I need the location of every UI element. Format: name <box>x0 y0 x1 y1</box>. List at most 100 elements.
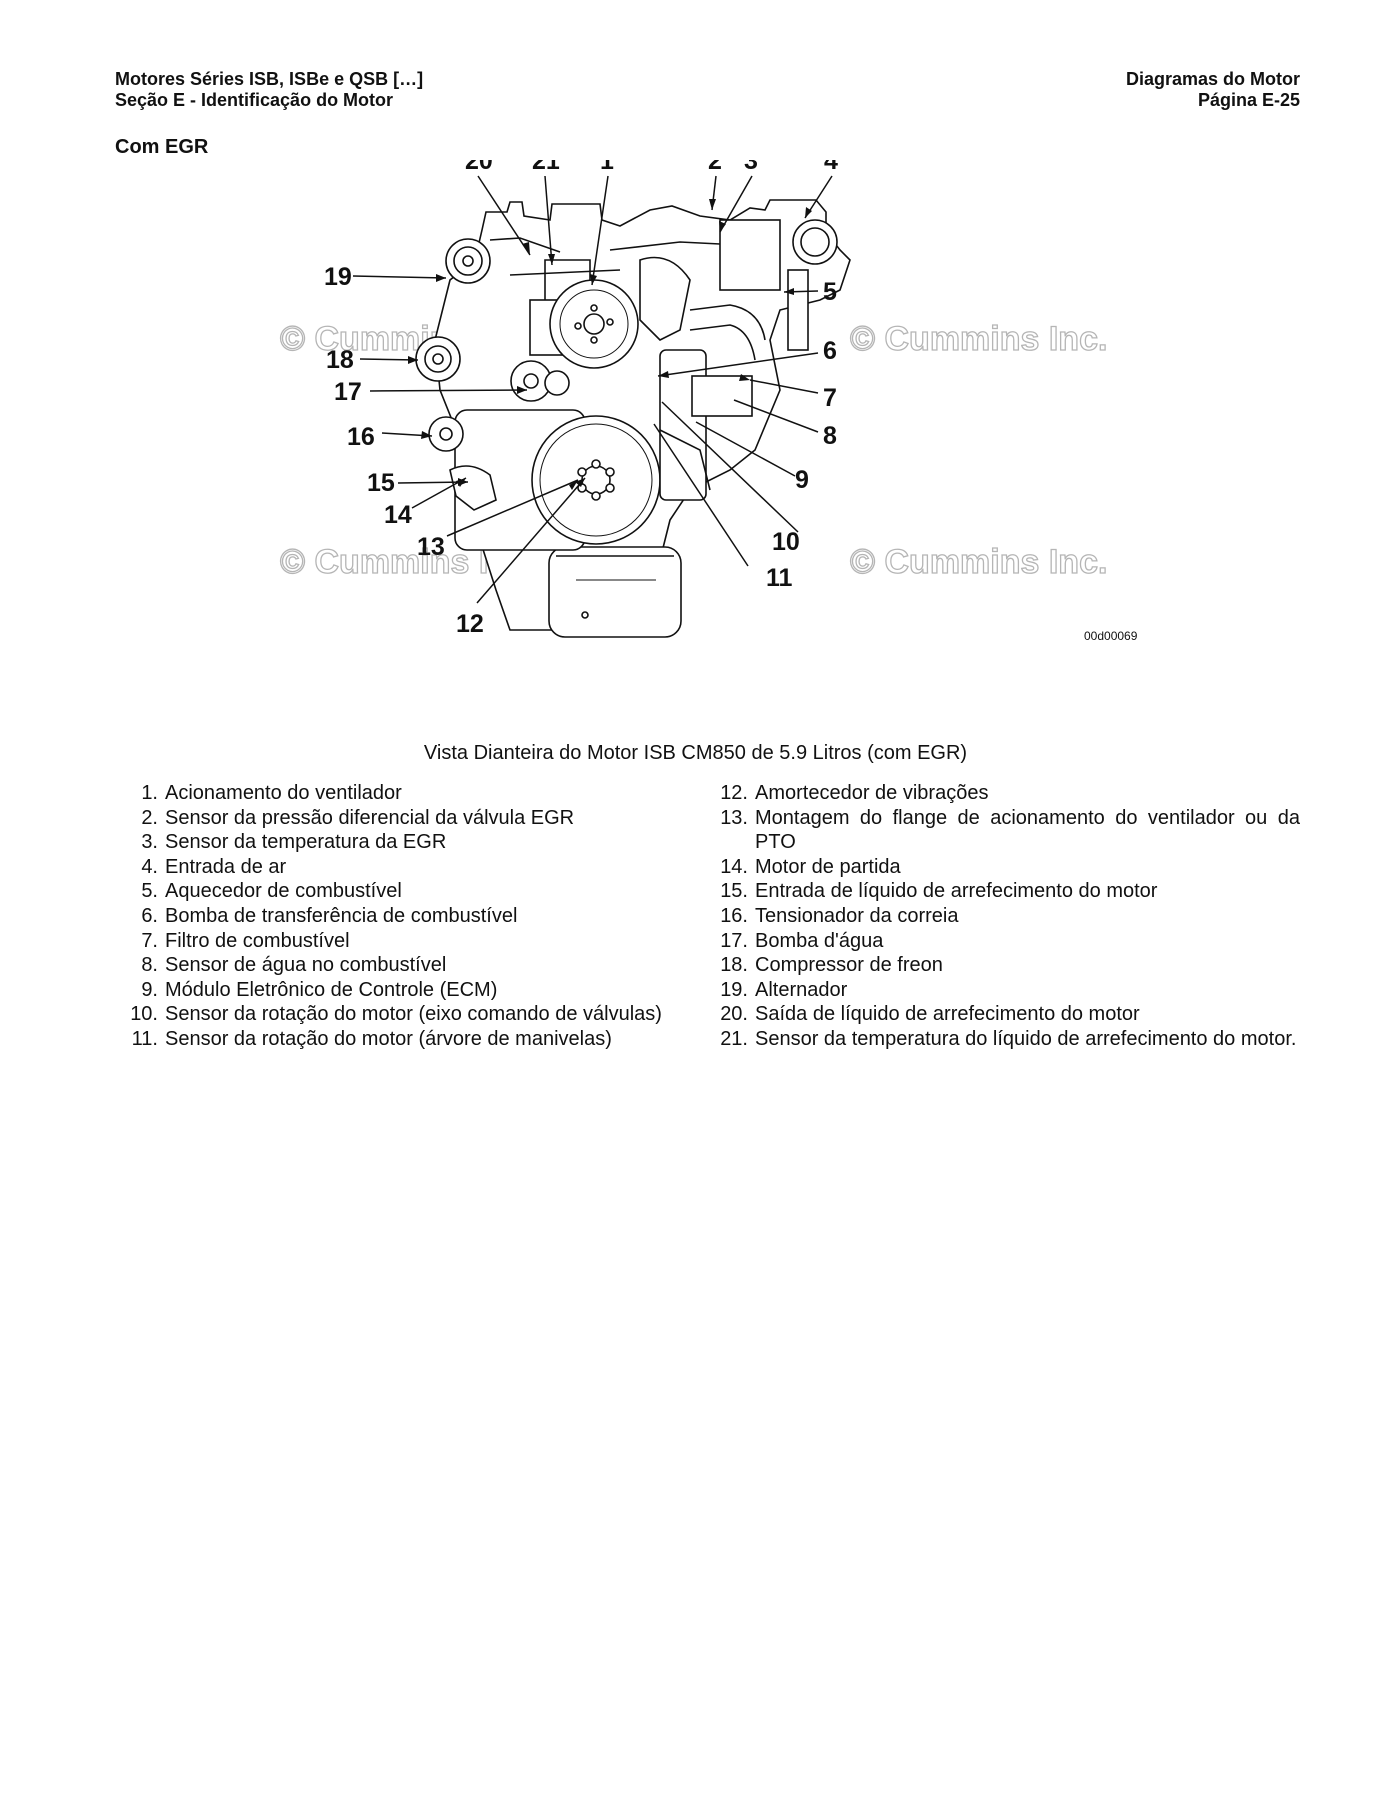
legend-item-number: 20. <box>720 1003 748 1026</box>
legend-item-number: 6. <box>141 904 158 927</box>
watermark: © Cummins Inc. <box>850 320 1107 358</box>
legend-item-text: Acionamento do ventilador <box>165 782 402 804</box>
legend-item-number: 1. <box>141 782 158 804</box>
engine-body <box>415 199 851 638</box>
legend-item-text: Sensor da rotação do motor (árvore de ma… <box>165 1027 612 1050</box>
section-title: Seção E - Identificação do Motor <box>115 90 394 110</box>
legend-item-number: 7. <box>141 929 158 952</box>
callout-12: 12 <box>456 610 484 638</box>
legend-item-text: Filtro de combustível <box>165 929 350 952</box>
legend-item-text: Saída de líquido de arrefecimento do mot… <box>755 1003 1140 1026</box>
callout-14: 14 <box>384 501 412 529</box>
callout-7: 7 <box>823 384 837 412</box>
callout-9: 9 <box>795 466 809 494</box>
callout-4: 4 <box>824 160 838 175</box>
legend-item: 11. Sensor da rotação do motor (árvore de… <box>115 1027 705 1052</box>
legend-item-number: 11. <box>131 1027 158 1050</box>
legend-item-text: Alternador <box>755 978 848 1001</box>
legend-item-number: 8. <box>141 954 158 977</box>
legend-item: 14. Motor de partida <box>705 855 1300 880</box>
callout-17: 17 <box>334 378 362 406</box>
legend-item: 1. Acionamento do ventilador <box>115 781 705 806</box>
legend-item: 17. Bomba d'água <box>705 929 1300 954</box>
legend-item: 3. Sensor da temperatura da EGR <box>115 830 705 855</box>
legend-item: 21. Sensor da temperatura do líquido de a… <box>705 1027 1300 1052</box>
callout-2: 2 <box>708 160 722 175</box>
legend-item: 2. Sensor da pressão diferencial da válvu… <box>115 806 705 831</box>
page-number: Página E-25 <box>1197 90 1300 110</box>
legend-item-text: Sensor da pressão diferencial da válvula… <box>165 806 575 829</box>
legend-item-text: Motor de partida <box>755 855 901 878</box>
legend-item-number: 3. <box>141 831 158 854</box>
legend-item-number: 5. <box>141 880 158 903</box>
legend-item-number: 21. <box>720 1027 748 1050</box>
callout-11: 11 <box>766 564 793 592</box>
legend-item-number: 13. <box>720 806 748 829</box>
legend-item-text: Sensor de água no combustível <box>165 954 447 977</box>
chapter-title: Diagramas do Motor <box>1125 69 1300 89</box>
legend-item-text: Amortecedor de vibrações <box>755 782 989 804</box>
callout-13: 13 <box>417 533 445 561</box>
legend-item: 6. Bomba de transferência de combustível <box>115 904 705 929</box>
legend-item-text: Tensionador da correia <box>755 904 959 927</box>
callout-3: 3 <box>744 160 758 175</box>
legend-item-number: 2. <box>141 806 158 829</box>
running-header-right: Diagramas do Motor Página E-25 <box>1126 69 1300 111</box>
legend-item-text: Sensor da temperatura do líquido de arre… <box>755 1027 1297 1050</box>
legend-item-number: 10. <box>130 1003 158 1026</box>
manual-title: Motores Séries ISB, ISBe e QSB […] <box>115 69 424 89</box>
legend-item-number: 12. <box>720 782 748 804</box>
legend-item-number: 19. <box>720 978 748 1001</box>
legend-item: 13. Montagem do flange de acionamento do … <box>705 806 1300 855</box>
legend-item-text: Bomba de transferência de combustível <box>165 904 518 927</box>
legend-item-number: 15. <box>720 880 748 903</box>
engine-front-view-drawing: © Cummins Inc. © Cummins Inc. © Cummins … <box>279 160 1138 643</box>
legend-item-number: 14. <box>720 855 748 878</box>
legend-item-number: 16. <box>720 904 748 927</box>
running-header-left: Motores Séries ISB, ISBe e QSB […] Seção… <box>115 69 423 111</box>
legend-item: 16. Tensionador da correia <box>705 904 1300 929</box>
legend-left-column: 1. Acionamento do ventilador 2. Sensor da p… <box>115 781 705 1052</box>
legend-right-column: 12. Amortecedor de vibrações 13. Montagem d… <box>705 781 1300 1052</box>
legend-item: 7. Filtro de combustível <box>115 929 705 954</box>
arrowheads <box>408 199 812 490</box>
section-heading: Com EGR <box>115 136 209 158</box>
legend-item-text: Módulo Eletrônico de Controle (ECM) <box>165 978 498 1001</box>
legend-item-text: Compressor de freon <box>755 954 943 977</box>
callout-16: 16 <box>347 423 375 451</box>
callout-19: 19 <box>324 263 352 291</box>
legend-item: 9. Módulo Eletrônico de Controle (ECM) <box>115 978 705 1003</box>
legend-item-number: 17. <box>720 929 748 952</box>
callout-10: 10 <box>772 528 800 556</box>
legend-item-number: 4. <box>141 855 158 878</box>
callout-8: 8 <box>823 422 837 450</box>
legend-item: 12. Amortecedor de vibrações <box>705 781 1300 806</box>
callout-18: 18 <box>326 346 354 374</box>
legend-item-text: Bomba d'água <box>755 929 884 952</box>
legend-item: 4. Entrada de ar <box>115 855 705 880</box>
callout-1: 1 <box>600 160 614 175</box>
legend-item-text: Sensor da temperatura da EGR <box>165 831 447 854</box>
legend-item: 8. Sensor de água no combustível <box>115 953 705 978</box>
legend-item-text: Sensor da rotação do motor (eixo comando… <box>165 1003 662 1026</box>
legend-item: 19. Alternador <box>705 978 1300 1003</box>
callout-6: 6 <box>823 337 837 365</box>
figure-id: 00d00069 <box>1084 629 1138 643</box>
legend-item-number: 9. <box>141 978 158 1001</box>
figure-caption: Vista Dianteira do Motor ISB CM850 de 5.… <box>423 742 968 764</box>
watermark: © Cummins Inc. <box>850 543 1107 581</box>
legend-item-text: Entrada de ar <box>165 855 287 878</box>
legend-item: 5. Aquecedor de combustível <box>115 879 705 904</box>
legend-item: 10. Sensor da rotação do motor (eixo coma… <box>115 1002 705 1027</box>
callout-21: 21 <box>532 160 560 175</box>
callout-5: 5 <box>823 278 837 306</box>
legend-item-text: Aquecedor de combustível <box>165 880 402 903</box>
legend-item: 20. Saída de líquido de arrefecimento do … <box>705 1002 1300 1027</box>
callout-20: 20 <box>465 160 493 175</box>
legend-item: 18. Compressor de freon <box>705 953 1300 978</box>
legend-item-text: Montagem do flange de acionamento do ven… <box>755 806 1300 854</box>
legend-item-number: 18. <box>720 954 748 977</box>
legend-item-text: Entrada de líquido de arrefecimento do m… <box>755 880 1158 903</box>
legend-item: 15. Entrada de líquido de arrefecimento d… <box>705 879 1300 904</box>
callout-numbers: 20 21 1 2 3 4 5 6 7 8 9 10 11 12 13 14 1… <box>324 160 838 638</box>
